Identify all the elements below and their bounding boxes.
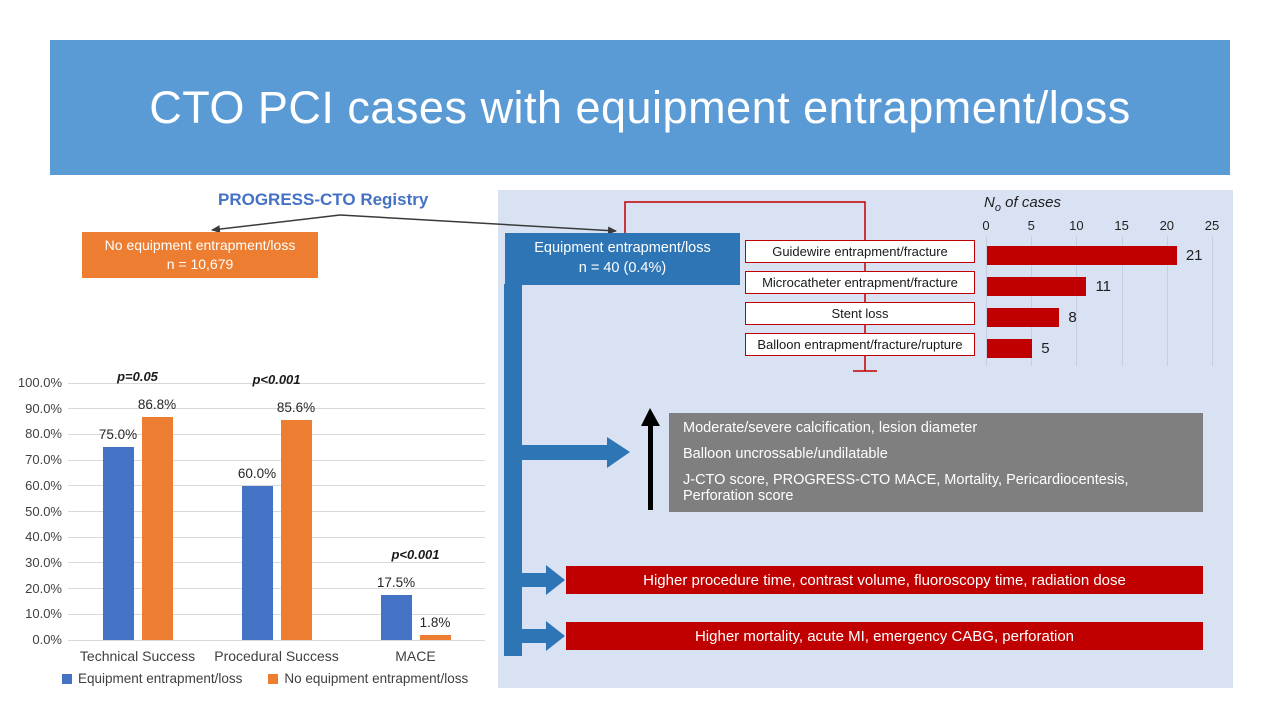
outcome-banner-mortality: Higher mortality, acute MI, emergency CA… — [566, 622, 1203, 650]
legend: Equipment entrapment/loss No equipment en… — [62, 671, 468, 686]
gridline — [68, 485, 485, 487]
y-axis-label: 80.0% — [25, 426, 62, 442]
gridline — [68, 408, 485, 410]
p-value-label: p<0.001 — [252, 372, 301, 387]
no-entrapment-box-count: n = 10,679 — [166, 256, 234, 272]
entrapment-box: Equipment entrapment/loss n = 40 (0.4%) — [505, 233, 740, 285]
risk-factor-line: Moderate/severe calcification, lesion di… — [683, 420, 978, 436]
bar-entrapment — [241, 485, 273, 640]
bar-entrapment — [380, 595, 412, 640]
bar-value-label: 86.8% — [137, 396, 177, 412]
legend-swatch — [62, 673, 72, 684]
x-axis-label: Technical Success — [79, 648, 196, 664]
legend-label: Equipment entrapment/loss — [78, 671, 243, 686]
gridline — [68, 588, 485, 590]
slide-title: CTO PCI cases with equipment entrapment/… — [149, 81, 1131, 133]
legend-item: Equipment entrapment/loss — [62, 671, 242, 686]
bar-value-label: 60.0% — [237, 465, 277, 481]
cases-axis-title: No of cases — [984, 194, 1061, 214]
registry-label: PROGRESS-CTO Registry — [218, 190, 429, 209]
gridline — [68, 511, 485, 512]
risk-factors-box: Moderate/severe calcification, lesion di… — [669, 413, 1203, 512]
y-axis-label: 90.0% — [25, 400, 62, 416]
risk-factor-line: J-CTO score, PROGRESS-CTO MACE, Mortalit… — [683, 472, 1129, 504]
x-axis-label: Procedural Success — [214, 648, 339, 664]
title-banner: CTO PCI cases with equipment entrapment/… — [50, 40, 1230, 175]
gridline — [68, 613, 485, 615]
bar-value-label: 1.8% — [419, 615, 451, 631]
outcome-banner-procedure: Higher procedure time, contrast volume, … — [566, 566, 1203, 594]
category-box-microcatheter: Microcatheter entrapment/fracture — [745, 271, 975, 294]
p-value-label: p<0.001 — [391, 547, 440, 563]
legend-item: No equipment entrapment/loss — [268, 671, 468, 686]
gridline — [68, 562, 485, 564]
category-box-stent-loss: Stent loss — [745, 302, 975, 325]
no-entrapment-box: No equipment entrapment/loss n = 10,679 — [82, 232, 318, 278]
legend-label: No equipment entrapment/loss — [284, 671, 469, 686]
p-value-label: p=0.05 — [117, 368, 158, 384]
legend-swatch — [268, 673, 279, 684]
bar-value-label: 75.0% — [98, 427, 138, 443]
y-axis-label: 100.0% — [17, 375, 62, 390]
cases-axis-title-prefix: N — [984, 194, 995, 211]
y-axis-label: 20.0% — [25, 580, 62, 596]
category-box-guidewire: Guidewire entrapment/fracture — [745, 240, 975, 263]
gridline — [68, 459, 485, 461]
y-axis-label: 10.0% — [25, 606, 62, 622]
y-axis-label: 70.0% — [25, 452, 62, 468]
entrapment-box-count: n = 40 (0.4%) — [578, 260, 667, 276]
bar-entrapment — [102, 447, 134, 640]
y-axis-label: 40.0% — [25, 529, 62, 545]
risk-factor-line: Balloon uncrossable/undilatable — [683, 446, 888, 462]
bar-no-entrapment — [141, 416, 173, 640]
gridline — [68, 433, 485, 435]
bar-value-label: 85.6% — [276, 400, 316, 415]
bar-value-label: 17.5% — [376, 575, 416, 591]
registry-arrow-to-no-entrapment — [211, 214, 341, 234]
no-entrapment-box-line1: No equipment entrapment/loss — [104, 237, 296, 254]
category-box-balloon: Balloon entrapment/fracture/rupture — [745, 333, 975, 356]
y-axis-label: 50.0% — [25, 503, 62, 519]
bar-no-entrapment — [419, 635, 451, 640]
cases-axis-title-rest: of cases — [1000, 194, 1061, 211]
gridline — [68, 639, 485, 641]
entrapment-box-line1: Equipment entrapment/loss — [534, 240, 711, 257]
cases-axis-title-sub: o — [994, 202, 1001, 214]
y-axis-label: 60.0% — [25, 477, 62, 493]
gridline — [68, 382, 485, 384]
x-axis-label: MACE — [395, 648, 436, 664]
gridline — [68, 536, 485, 538]
y-axis-label: 0.0% — [32, 632, 62, 647]
y-axis-label: 30.0% — [25, 554, 62, 570]
bar-no-entrapment — [280, 420, 312, 640]
